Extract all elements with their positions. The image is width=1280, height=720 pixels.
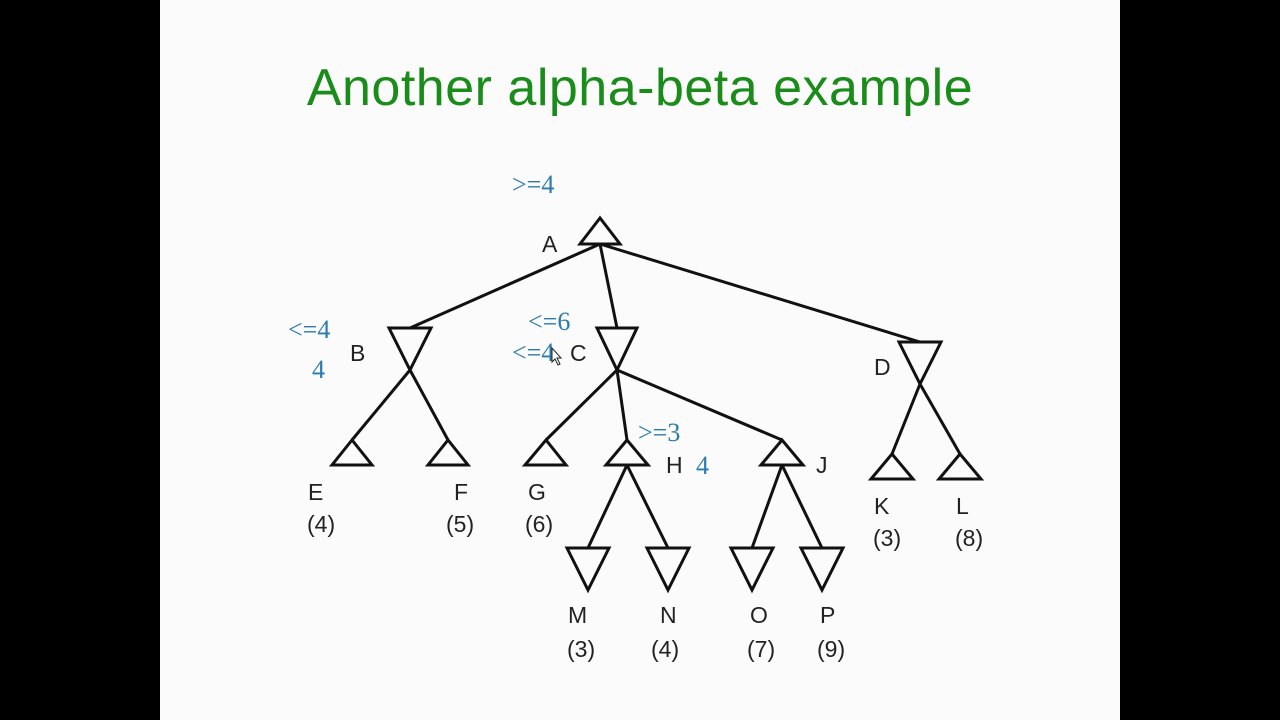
node-e-value: (4) <box>307 511 335 537</box>
node-e-label: E <box>308 479 323 505</box>
node-c-triangle <box>594 326 640 374</box>
node-n-value: (4) <box>651 636 679 662</box>
node-l-value: (8) <box>955 525 983 551</box>
node-b-label: B <box>350 340 365 366</box>
tree-edges <box>350 242 962 549</box>
node-f-label: F <box>454 479 468 505</box>
edge-b-e <box>350 369 412 441</box>
node-l-label: L <box>956 493 969 519</box>
node-c-label: C <box>570 340 587 366</box>
edge-a-d <box>599 242 921 344</box>
edge-d-l <box>918 383 962 455</box>
node-p-value: (9) <box>817 636 845 662</box>
node-m-label: M <box>568 602 587 628</box>
edge-a-b <box>409 242 601 330</box>
node-d-label: D <box>874 354 891 380</box>
node-p-label: P <box>820 602 835 628</box>
annotation-b-bound: <=4 <box>288 315 330 344</box>
node-f-value: (5) <box>446 511 474 537</box>
node-o-triangle <box>728 546 776 594</box>
game-tree-diagram: A B C D H J E F G K L M N O P (4) (5) (6… <box>288 170 985 662</box>
edge-h-n <box>625 464 670 549</box>
node-k-triangle <box>867 451 917 481</box>
annotation-h-value: 4 <box>696 451 709 480</box>
edge-c-j <box>616 368 783 442</box>
node-p-triangle <box>798 546 846 594</box>
node-g-label: G <box>528 479 546 505</box>
slide: Another alpha-beta example <box>160 0 1120 720</box>
node-a-triangle <box>576 215 624 246</box>
node-l-triangle <box>935 451 985 481</box>
node-f-triangle <box>424 437 472 467</box>
min-nodes <box>386 326 944 594</box>
annotation-h-bound: >=3 <box>638 418 680 447</box>
node-j-triangle <box>757 437 807 467</box>
bound-annotations: >=4 <=4 4 <=6 <=4 >=3 4 <box>288 170 709 480</box>
annotation-b-value: 4 <box>312 355 325 384</box>
node-e-triangle <box>328 437 376 467</box>
edge-c-g <box>544 368 619 442</box>
node-b-triangle <box>386 326 434 374</box>
node-h-label: H <box>666 452 683 478</box>
edge-b-f <box>408 369 450 441</box>
node-g-value: (6) <box>525 511 553 537</box>
annotation-c-bound-1: <=6 <box>528 307 570 336</box>
node-labels: A B C D H J E F G K L M N O P <box>308 231 969 628</box>
node-n-label: N <box>660 602 677 628</box>
node-k-value: (3) <box>873 525 901 551</box>
node-o-value: (7) <box>747 636 775 662</box>
node-d-triangle <box>896 340 944 388</box>
node-n-triangle <box>644 546 692 594</box>
edge-j-o <box>750 464 784 549</box>
node-k-label: K <box>874 493 890 519</box>
node-h-triangle <box>602 437 652 467</box>
edge-j-p <box>780 464 824 549</box>
edge-a-c <box>598 243 619 329</box>
node-m-triangle <box>564 546 612 594</box>
edge-h-m <box>586 464 629 549</box>
node-a-label: A <box>542 231 558 257</box>
node-o-label: O <box>750 602 768 628</box>
node-g-triangle <box>521 437 570 467</box>
node-j-label: J <box>816 452 828 478</box>
mouse-cursor-icon <box>551 346 563 366</box>
edge-d-k <box>890 383 922 455</box>
leaf-values: (4) (5) (6) (3) (8) (3) (4) (7) (9) <box>307 511 983 662</box>
node-m-value: (3) <box>567 636 595 662</box>
annotation-a-bound: >=4 <box>512 170 554 199</box>
edge-c-h <box>615 369 629 441</box>
slide-title: Another alpha-beta example <box>306 59 974 117</box>
max-nodes <box>328 215 985 481</box>
annotation-c-bound-2: <=4 <box>512 338 554 367</box>
